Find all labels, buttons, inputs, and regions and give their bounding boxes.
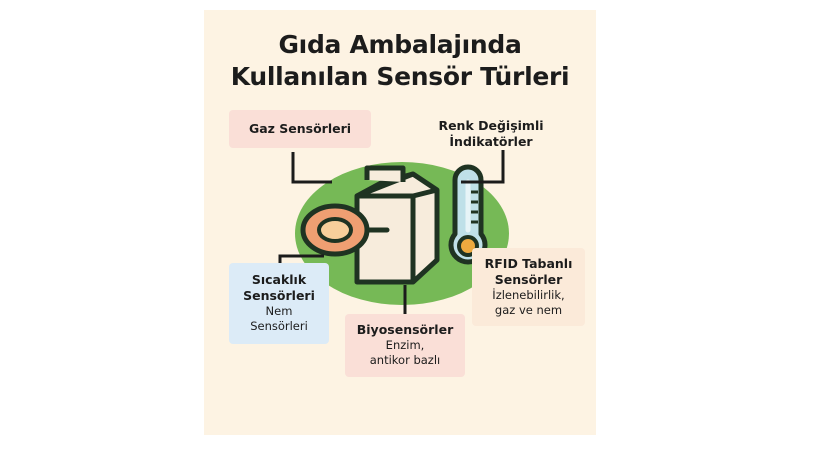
label-gas-heading: Gaz Sensörleri — [248, 121, 352, 136]
label-color-heading-1: Renk Değişimli — [438, 118, 544, 133]
magnifier-sensor-icon — [300, 203, 390, 257]
page-title: Gıda Ambalajında Kullanılan Sensör Türle… — [204, 29, 596, 93]
label-temperature-sensors[interactable]: Sıcaklık Sensörleri Nem Sensörleri — [229, 263, 329, 344]
label-temperature-subtext-1: Nem — [265, 304, 293, 318]
thermometer-icon — [448, 164, 488, 265]
label-gas-sensors[interactable]: Gaz Sensörleri — [229, 110, 371, 148]
connector-color-indicator — [458, 150, 506, 188]
label-temperature-heading-1: Sıcaklık — [251, 272, 307, 287]
label-rfid-subtext-1: İzlenebilirlik, — [492, 288, 565, 302]
label-rfid-subtext-2: gaz ve nem — [494, 302, 563, 317]
label-biosensor-subtext-1: Enzim, — [385, 338, 425, 352]
label-temperature-subtext-2: Sensörleri — [250, 318, 308, 333]
label-biosensor-subtext-2: antikor bazlı — [369, 352, 441, 367]
label-rfid-heading-2: Sensörler — [494, 272, 563, 287]
label-biosensors[interactable]: Biyosensörler Enzim, antikor bazlı — [345, 314, 465, 377]
title-line-2: Kullanılan Sensör Türleri — [230, 62, 570, 91]
label-color-change-indicators[interactable]: Renk Değişimli İndikatörler — [416, 110, 566, 156]
label-temperature-heading-2: Sensörleri — [243, 288, 315, 303]
packaging-artwork — [295, 160, 509, 306]
label-color-heading-2: İndikatörler — [449, 134, 533, 149]
connector-gas — [290, 152, 334, 188]
connector-biosensor — [402, 285, 410, 319]
label-rfid-sensors[interactable]: RFID Tabanlı Sensörler İzlenebilirlik, g… — [472, 248, 585, 326]
label-biosensor-heading: Biyosensörler — [356, 322, 454, 337]
title-line-1: Gıda Ambalajında — [278, 30, 522, 59]
label-rfid-heading-1: RFID Tabanlı — [484, 256, 573, 271]
infographic-panel: Gıda Ambalajında Kullanılan Sensör Türle… — [204, 10, 596, 435]
milk-carton-icon — [354, 165, 440, 285]
